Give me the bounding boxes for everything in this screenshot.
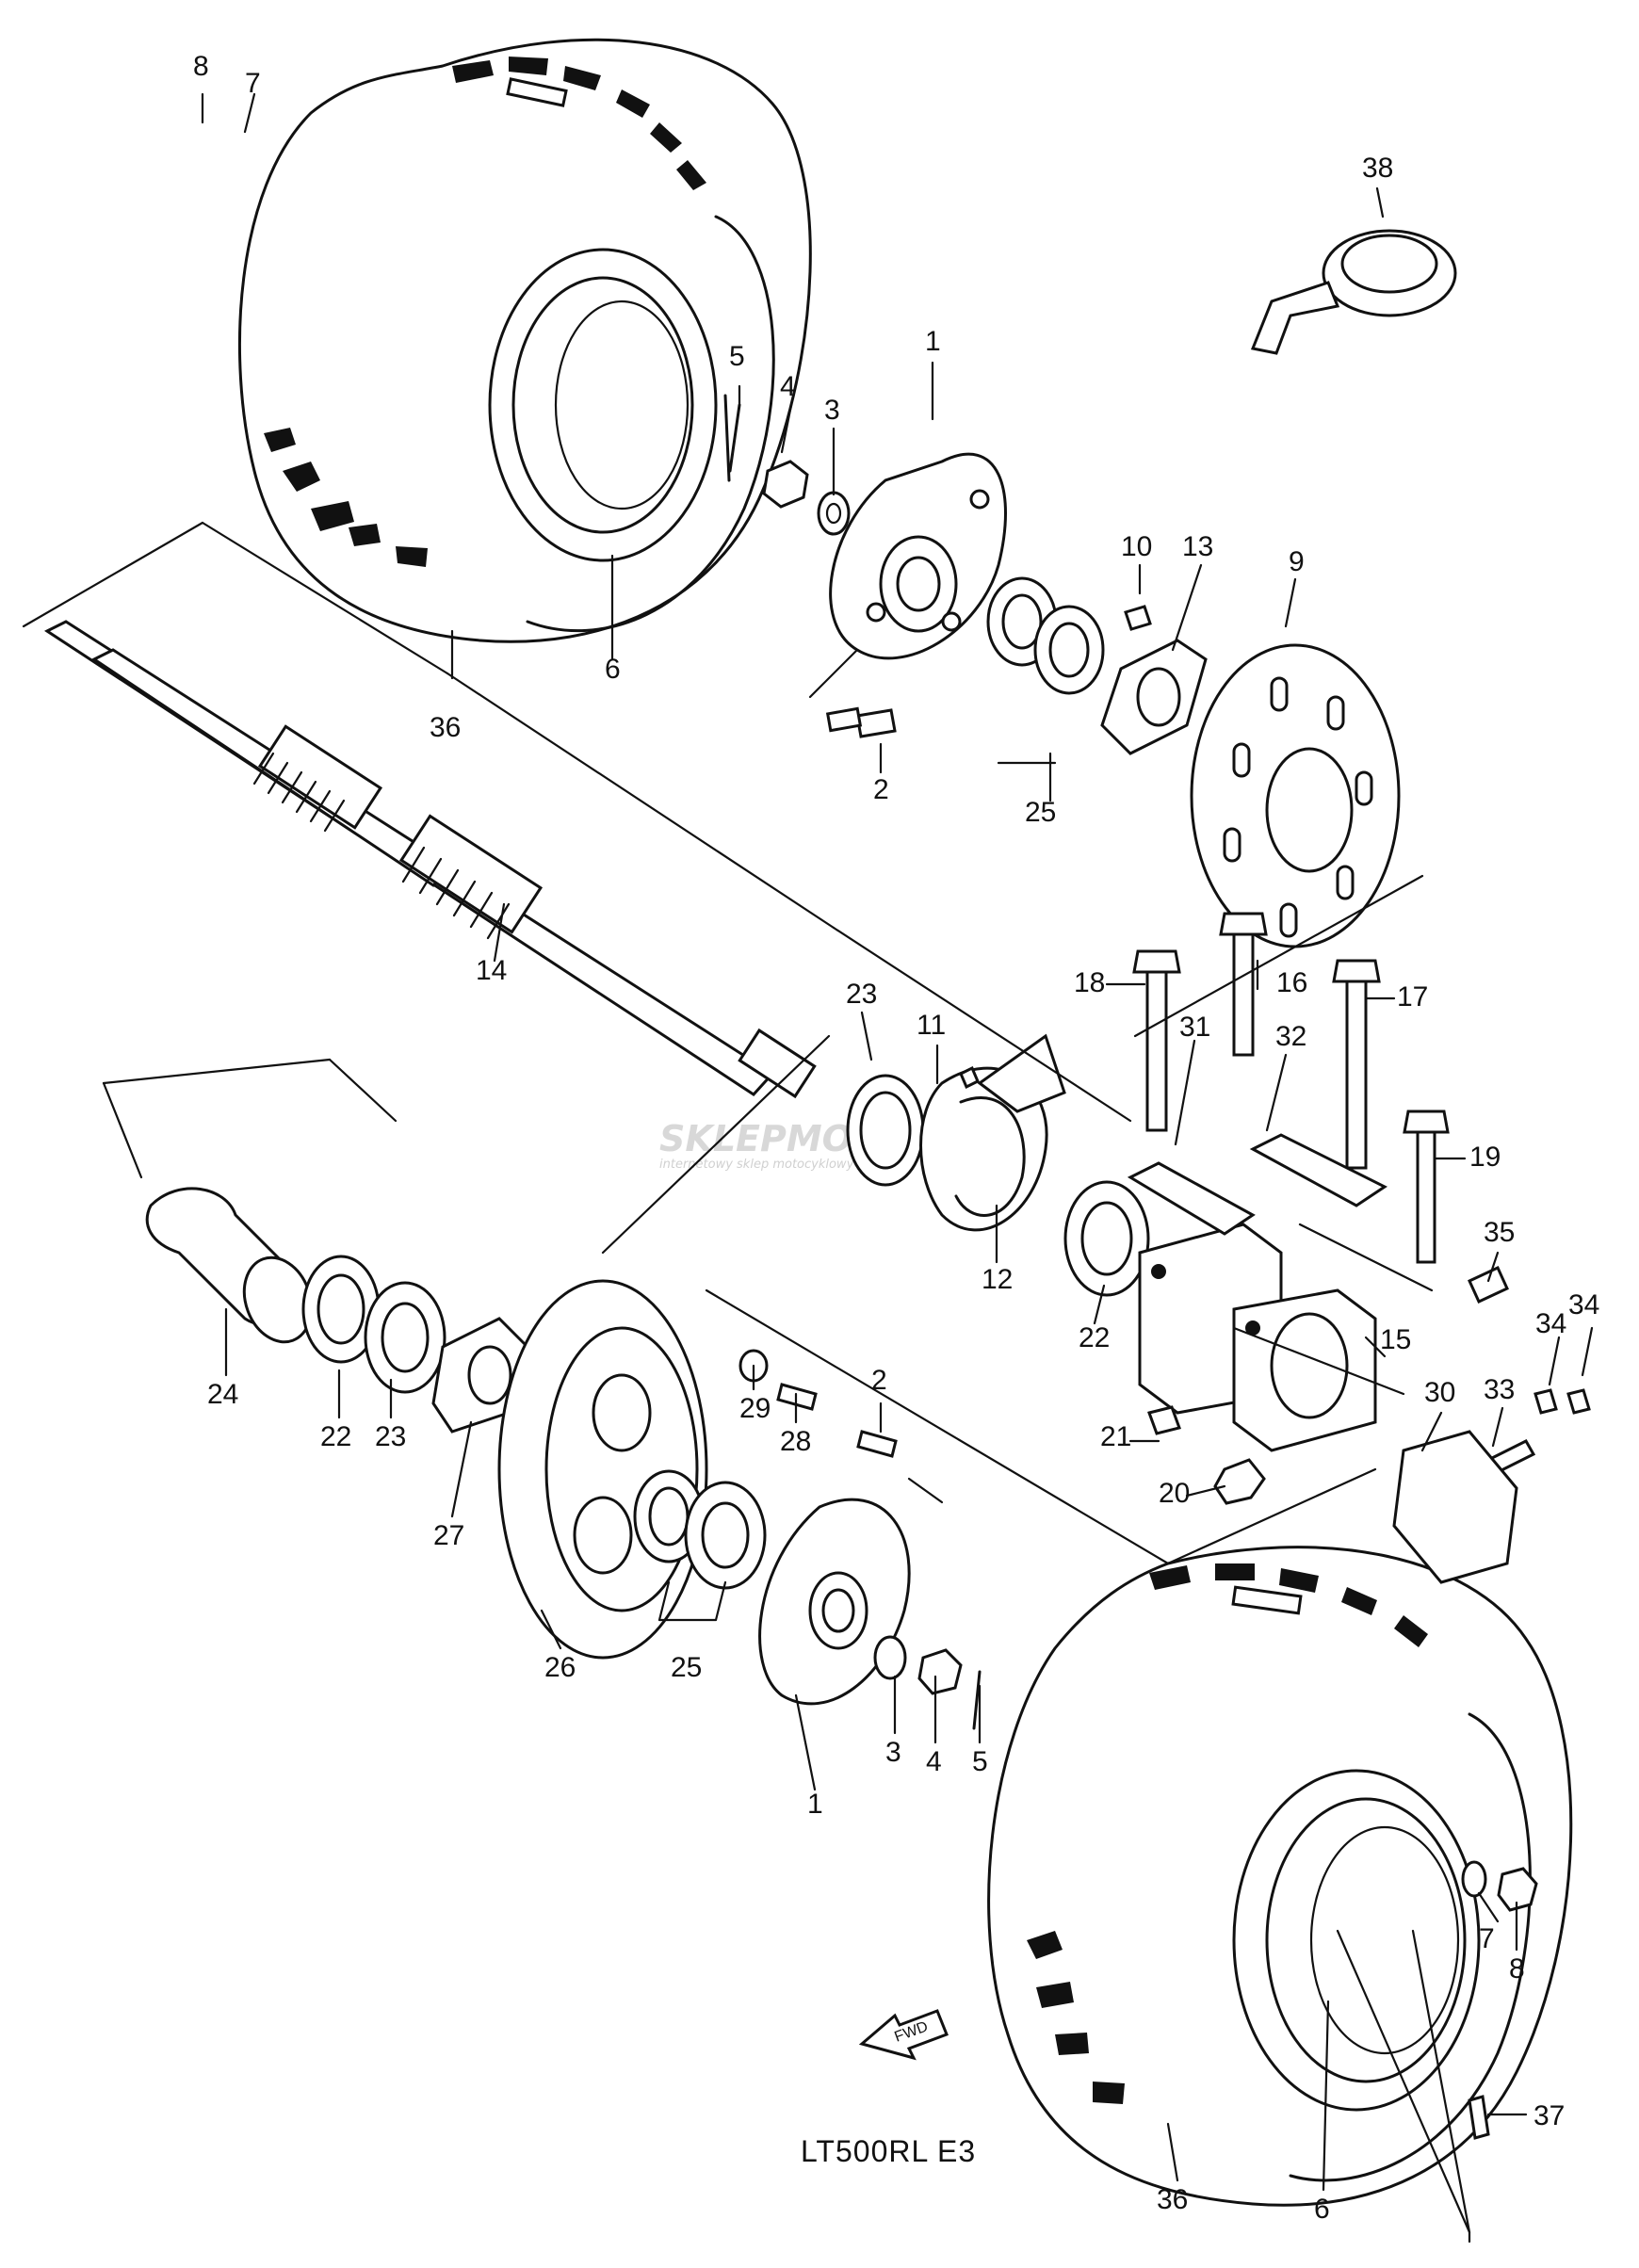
bearings-lower — [633, 1469, 767, 1590]
pressure-gauge — [1250, 229, 1457, 355]
fwd-arrow-icon: FWD — [858, 2009, 949, 2061]
callout-3-b: 3 — [885, 1737, 901, 1768]
callout-14: 14 — [476, 955, 507, 986]
tire-upper — [237, 38, 812, 643]
callout-32: 32 — [1275, 1021, 1306, 1052]
callout-34-a: 34 — [1568, 1289, 1599, 1320]
callout-2: 2 — [873, 774, 889, 805]
spacer-24 — [145, 1187, 314, 1344]
callout-17: 17 — [1397, 981, 1428, 1012]
callout-2-b: 2 — [871, 1365, 887, 1396]
callout-26: 26 — [544, 1652, 576, 1683]
callout-27: 27 — [433, 1520, 464, 1551]
callout-7-b: 7 — [1479, 1923, 1495, 1954]
callout-31: 31 — [1179, 1012, 1210, 1043]
callout-18: 18 — [1074, 967, 1105, 998]
nut-washer-lower — [873, 1635, 982, 1730]
model-code: LT500RL E3 — [801, 2134, 976, 2168]
callout-12: 12 — [982, 1264, 1013, 1295]
callout-38: 38 — [1362, 153, 1393, 184]
callout-22: 22 — [1079, 1322, 1110, 1353]
callout-10: 10 — [1121, 531, 1152, 562]
callout-23-b: 23 — [375, 1421, 406, 1452]
tire-lower — [987, 1546, 1573, 2207]
bolts-16-19 — [1132, 912, 1450, 1264]
callout-4: 4 — [780, 371, 796, 402]
nut-upper — [728, 403, 851, 536]
nut-washer-wheel — [1461, 1860, 1538, 1912]
watermark-tagline: internetowy sklep motocyklowy — [659, 1158, 854, 1172]
callout-23: 23 — [846, 979, 877, 1010]
hub-upper — [829, 452, 1007, 660]
callout-34-b: 34 — [1535, 1308, 1566, 1339]
callout-28: 28 — [780, 1426, 811, 1457]
hub-lower — [758, 1498, 911, 1706]
callout-24: 24 — [207, 1379, 238, 1410]
bearings-upper — [986, 576, 1105, 695]
callout-7: 7 — [245, 68, 261, 99]
callout-36-b: 36 — [1157, 2184, 1188, 2215]
brake-caliper-12 — [919, 1033, 1066, 1232]
callout-21: 21 — [1100, 1421, 1131, 1452]
callout-8: 8 — [193, 51, 209, 82]
callout-29: 29 — [739, 1393, 771, 1424]
callout-37: 37 — [1534, 2100, 1565, 2131]
valve-icon — [1468, 2095, 1490, 2140]
callout-numbers: 8 7 38 1 5 4 3 10 13 9 6 36 2 25 14 23 1… — [193, 51, 1599, 2225]
callout-5-b: 5 — [972, 1746, 988, 1777]
small-hardware-right — [1147, 1266, 1591, 1584]
callout-13: 13 — [1182, 531, 1213, 562]
axle-shaft — [43, 620, 817, 1099]
callout-30: 30 — [1424, 1377, 1455, 1408]
callout-1: 1 — [925, 326, 941, 357]
brake-disc — [1190, 643, 1401, 948]
callout-5: 5 — [729, 341, 745, 372]
seal-22-right — [1063, 1180, 1150, 1297]
callout-4-b: 4 — [926, 1746, 942, 1777]
seal-23-upper — [846, 1074, 925, 1187]
carrier-upper — [1100, 605, 1208, 755]
callout-3: 3 — [824, 395, 840, 426]
callout-25-b: 25 — [671, 1652, 702, 1683]
sprocket-26 — [497, 1279, 708, 1660]
callout-35: 35 — [1484, 1217, 1515, 1248]
callout-19: 19 — [1469, 1142, 1501, 1173]
callout-22-b: 22 — [320, 1421, 351, 1452]
callout-25: 25 — [1025, 797, 1056, 828]
assembly-lines — [22, 521, 1471, 2234]
callout-15: 15 — [1380, 1324, 1411, 1355]
callout-33: 33 — [1484, 1374, 1515, 1405]
callout-9: 9 — [1289, 546, 1305, 577]
callout-11: 11 — [917, 1010, 946, 1041]
axle-housing — [1138, 1223, 1377, 1452]
callout-6-b: 6 — [1314, 2194, 1330, 2225]
leader-lines — [201, 92, 1594, 2244]
callout-1-b: 1 — [807, 1789, 823, 1820]
callout-6: 6 — [605, 654, 621, 685]
bolt-upper — [825, 706, 897, 738]
callout-20: 20 — [1159, 1478, 1190, 1509]
callout-16: 16 — [1276, 967, 1307, 998]
callout-36: 36 — [430, 712, 461, 743]
plates-31-32 — [1127, 1133, 1387, 1236]
seals-22-23-lower — [301, 1255, 446, 1394]
callout-8-b: 8 — [1509, 1953, 1525, 1984]
